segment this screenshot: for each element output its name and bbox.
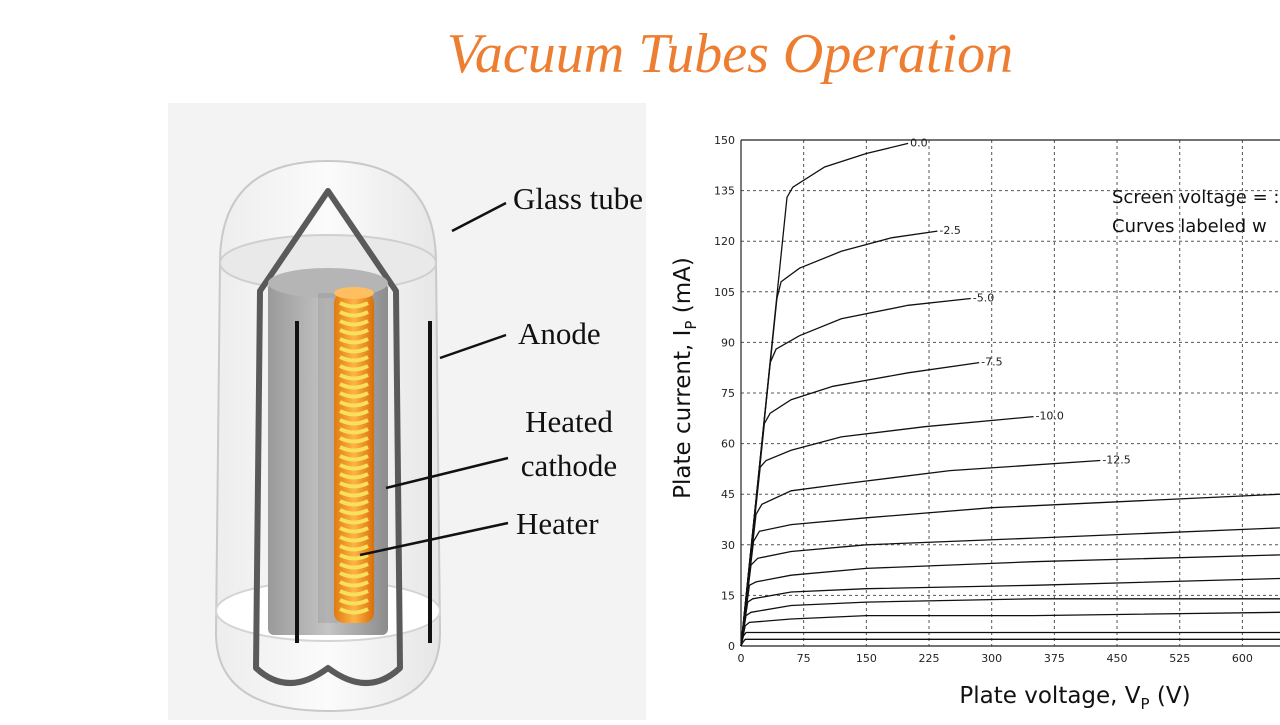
- heater-coil: [339, 301, 369, 615]
- heater-coil-path: [339, 301, 369, 615]
- vacuum-tube-illustration: [214, 159, 509, 713]
- y-tick-label: 30: [721, 539, 735, 552]
- series-line: [740, 142, 909, 647]
- series-line: [740, 297, 971, 647]
- curve-labels: 0.0 -2.5 -5.0 -7.5 -10.0 -12.5: [910, 136, 1131, 466]
- series-line: [740, 598, 1280, 647]
- y-axis-title: Plate current, IP (mA): [670, 257, 700, 499]
- x-tick-label: 300: [981, 652, 1002, 665]
- y-tick-label: 75: [721, 387, 735, 400]
- y-tick-label: 45: [721, 488, 735, 501]
- label-glass-tube: Glass tube: [513, 181, 644, 216]
- x-tick-label: 525: [1169, 652, 1190, 665]
- y-tick-label: 135: [714, 185, 735, 198]
- slide-title: Vacuum Tubes Operation: [446, 23, 1014, 85]
- tube-diagram-panel: [168, 103, 646, 720]
- series-line: [740, 459, 1101, 647]
- x-tick-label: 375: [1044, 652, 1065, 665]
- x-axis-title: Plate voltage, VP (V): [959, 683, 1190, 713]
- series-line: [740, 554, 1280, 647]
- axes: 0 75 150 225 300 375 450 525 600 0 15 30 45 60 75 90 105…: [714, 134, 1280, 665]
- y-tick-label: 0: [728, 640, 735, 653]
- curve-label: -10.0: [1035, 410, 1063, 423]
- grid: [741, 139, 1280, 646]
- y-tick-label: 60: [721, 438, 735, 451]
- y-tick-label: 105: [714, 286, 735, 299]
- label-heated-cathode: Heated cathode: [514, 400, 624, 488]
- curve-label: 0.0: [910, 136, 928, 149]
- y-tick-label: 120: [714, 235, 735, 248]
- x-tick-label: 600: [1232, 652, 1253, 665]
- annotation-screen-voltage: Screen voltage = :: [1112, 187, 1279, 208]
- series: [740, 142, 1280, 647]
- label-cathode: cathode: [520, 448, 618, 483]
- curve-label: -5.0: [973, 292, 994, 305]
- curve-label: -7.5: [981, 356, 1002, 369]
- x-tick-label: 75: [797, 652, 811, 665]
- curve-label: -2.5: [939, 224, 960, 237]
- series-line: [740, 631, 1280, 647]
- inner-frame: [253, 188, 403, 686]
- label-heated: Heated: [525, 404, 613, 439]
- y-tick-label: 150: [714, 134, 735, 147]
- series-line: [740, 415, 1034, 647]
- annotation-curves-labeled: Curves labeled w: [1112, 216, 1267, 237]
- x-tick-label: 225: [919, 652, 940, 665]
- series-line: [740, 527, 1280, 647]
- label-anode: Anode: [518, 316, 601, 351]
- series-line: [740, 638, 1280, 647]
- series-line: [740, 611, 1280, 647]
- series-line: [740, 361, 980, 647]
- label-heater: Heater: [516, 506, 599, 541]
- series-line: [740, 493, 1280, 647]
- y-tick-label: 90: [721, 336, 735, 349]
- curve-label: -12.5: [1102, 453, 1130, 466]
- x-tick-label: 0: [738, 652, 745, 665]
- y-tick-label: 15: [721, 589, 735, 602]
- series-line: [740, 230, 938, 647]
- x-tick-label: 450: [1107, 652, 1128, 665]
- x-tick-label: 150: [856, 652, 877, 665]
- series-line: [740, 577, 1280, 647]
